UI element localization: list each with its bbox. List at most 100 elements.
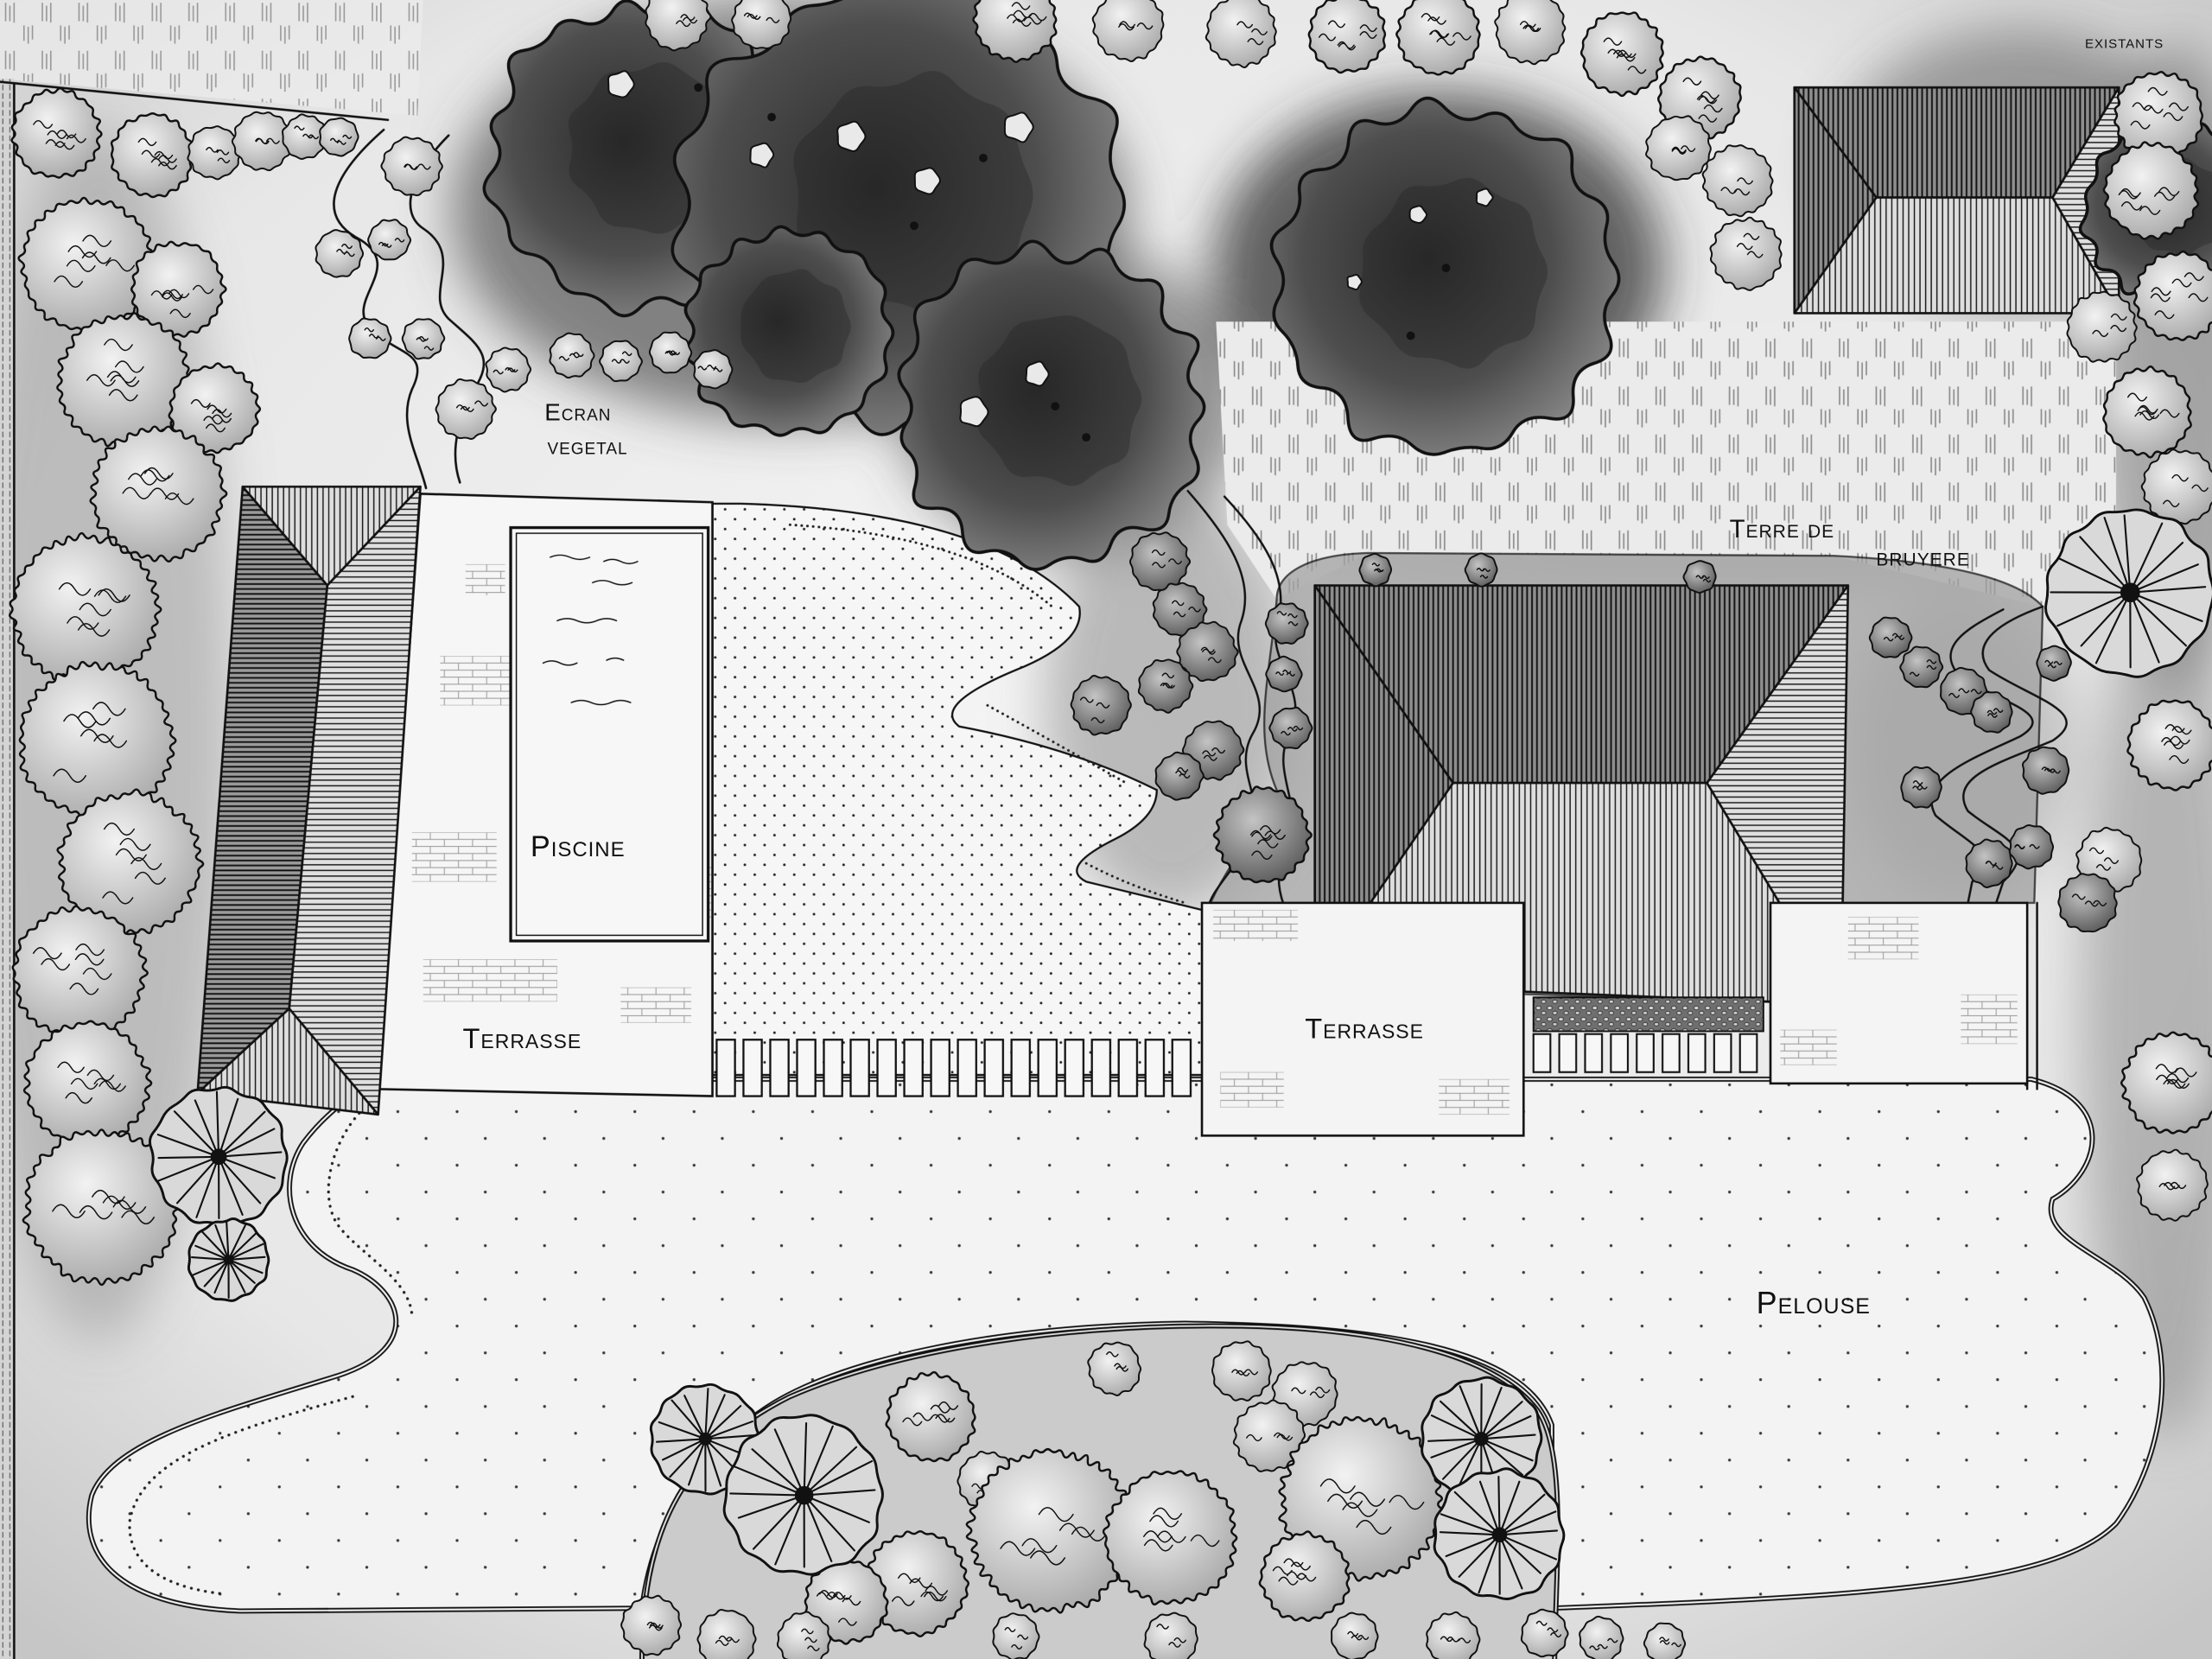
shrub bbox=[1395, 0, 1481, 76]
shrub bbox=[282, 113, 328, 160]
stepping-stones bbox=[715, 1033, 1758, 1097]
shrub bbox=[693, 349, 734, 390]
tree-canopy bbox=[1269, 96, 1621, 456]
shrub bbox=[599, 340, 643, 383]
neighbour-strip bbox=[0, 0, 423, 116]
pebble-strip bbox=[1532, 996, 1764, 1033]
shrub bbox=[1520, 1608, 1569, 1658]
shrub bbox=[1579, 1615, 1624, 1659]
canopy-gap bbox=[1346, 274, 1363, 291]
dark-shrub bbox=[1265, 655, 1303, 693]
shrub bbox=[56, 312, 194, 449]
swimming-pool bbox=[509, 525, 710, 943]
shrub bbox=[1580, 11, 1664, 98]
canopy-gap bbox=[913, 167, 941, 195]
shrub bbox=[696, 1608, 757, 1659]
tree-canopy bbox=[683, 225, 895, 437]
radial-tree bbox=[187, 1217, 270, 1302]
shrub bbox=[1232, 1399, 1306, 1472]
stepping-stone bbox=[1010, 1039, 1031, 1097]
shrub bbox=[731, 0, 792, 49]
shrub bbox=[56, 788, 205, 938]
shrub bbox=[620, 1594, 683, 1656]
radial-tree bbox=[148, 1085, 289, 1229]
stepping-stone bbox=[1171, 1039, 1192, 1097]
plan-labels: existants Ecran vegetal Terre de bruyere… bbox=[463, 33, 2164, 1320]
stepping-stone bbox=[1610, 1033, 1629, 1073]
shrub bbox=[804, 1559, 889, 1645]
property-line-top bbox=[0, 80, 390, 122]
label-terrasse-pool: Terrasse bbox=[463, 1022, 582, 1054]
radial-tree bbox=[2044, 508, 2212, 678]
stepping-stone bbox=[1144, 1039, 1166, 1097]
label-terre-de-bruyere-line2: bruyere bbox=[1876, 543, 1969, 572]
dark-shrub bbox=[1868, 616, 1913, 658]
lawn-edge-stipple bbox=[327, 1102, 414, 1317]
dark-shrub bbox=[1070, 675, 1132, 736]
shrub bbox=[1307, 0, 1387, 74]
tree-trunk-mark bbox=[1051, 402, 1060, 411]
shrub bbox=[645, 0, 712, 52]
shrub bbox=[1701, 144, 1774, 218]
tree-trunk-mark bbox=[694, 83, 703, 92]
shrub bbox=[1091, 0, 1165, 62]
shrub bbox=[2133, 250, 2212, 341]
dark-shrub bbox=[1137, 658, 1194, 714]
stepping-stone bbox=[1558, 1033, 1578, 1073]
label-terrasse-house: Terrasse bbox=[1305, 1013, 1424, 1045]
terrace-paving bbox=[1213, 910, 2018, 1115]
stepping-stone bbox=[769, 1039, 790, 1097]
shrub bbox=[2102, 141, 2200, 240]
shrub bbox=[549, 332, 595, 379]
stepping-stone bbox=[1738, 1033, 1758, 1073]
tree-trunk-mark bbox=[1082, 433, 1091, 442]
stepping-stone bbox=[1713, 1033, 1732, 1073]
dark-shrub bbox=[1682, 560, 1717, 594]
label-ecran-vegetal-line2: vegetal bbox=[547, 433, 627, 460]
shrub bbox=[435, 378, 497, 440]
tree-trunk-mark bbox=[1406, 331, 1415, 340]
shrub bbox=[2136, 1148, 2209, 1222]
shrub bbox=[367, 219, 412, 261]
shrub bbox=[1331, 1611, 1379, 1659]
stepping-stone bbox=[957, 1039, 977, 1097]
stepping-stone bbox=[823, 1039, 843, 1097]
dark-shrub bbox=[1154, 751, 1205, 801]
canopy-gap bbox=[749, 142, 775, 168]
shrub bbox=[992, 1612, 1040, 1659]
tree-trunk-mark bbox=[767, 112, 776, 122]
pool-house-roof bbox=[196, 485, 422, 1116]
dark-shrub bbox=[2008, 824, 2055, 870]
stepping-stone bbox=[876, 1039, 897, 1097]
shrub bbox=[315, 229, 365, 278]
tree-trunk-mark bbox=[1441, 264, 1451, 273]
shrub bbox=[231, 111, 294, 172]
label-existants: existants bbox=[2085, 33, 2164, 53]
shrub bbox=[319, 117, 359, 157]
label-terre-de-bruyere-line1: Terre de bbox=[1730, 515, 1834, 543]
shrub bbox=[187, 125, 243, 181]
stepping-stone bbox=[742, 1039, 763, 1097]
shrub bbox=[1494, 0, 1567, 66]
stepping-stone bbox=[930, 1039, 950, 1097]
dark-shrub bbox=[1900, 766, 1942, 809]
shrub bbox=[1102, 1470, 1238, 1606]
dark-shrub bbox=[1464, 552, 1498, 588]
dark-shrub bbox=[1212, 785, 1313, 884]
dark-shrub bbox=[1358, 552, 1393, 588]
dark-shrub bbox=[1176, 620, 1239, 683]
shrub bbox=[348, 317, 392, 359]
property-edge-strip bbox=[0, 79, 15, 1659]
shrub bbox=[1205, 0, 1277, 69]
shrub bbox=[110, 112, 196, 199]
stepping-stone bbox=[1532, 1033, 1552, 1073]
shrubs bbox=[9, 0, 2212, 1659]
canopy-gap bbox=[959, 396, 989, 428]
lawn-edge-stipple bbox=[128, 1395, 354, 1596]
stepping-stone bbox=[1636, 1033, 1655, 1073]
canopy-gap bbox=[607, 70, 635, 99]
canopy-gap bbox=[1475, 188, 1494, 207]
dark-shrub bbox=[1264, 602, 1309, 645]
stepping-stone bbox=[1064, 1039, 1085, 1097]
shrub bbox=[2102, 365, 2192, 459]
